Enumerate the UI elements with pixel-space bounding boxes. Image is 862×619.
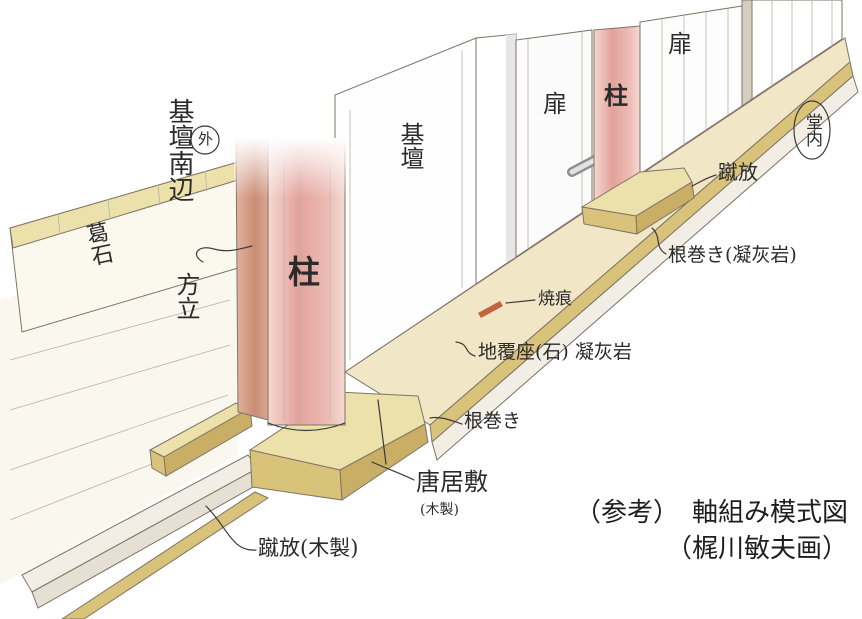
- wall-pencil-shading: [349, 50, 463, 360]
- label-wooden: (木製): [420, 502, 459, 518]
- karaijiki-side: [339, 423, 429, 501]
- label-pillar-2: 柱: [604, 81, 628, 110]
- label-donai: 堂内: [802, 113, 822, 147]
- soto-circle: [190, 125, 220, 155]
- karaijiki-left-side: [163, 407, 253, 477]
- door-frame-post: [741, 0, 753, 107]
- karaijiki-seam: [377, 399, 387, 465]
- label-kehanashi-right: 蹴放: [718, 160, 758, 184]
- label-door-2: 扉: [668, 30, 692, 58]
- label-nemaki: 根巻き: [464, 410, 522, 432]
- rear-sill-strip: [431, 75, 859, 461]
- leader-nemaki-gyokaigan: [651, 227, 667, 255]
- leader-karaijiki: [371, 461, 415, 481]
- donai-circle: [793, 100, 831, 160]
- label-pillar-main: 柱: [288, 253, 321, 291]
- rear-boards-lines: [771, 0, 833, 86]
- caption-credit: （梶川敏夫画）: [665, 534, 848, 564]
- burn-mark: [478, 301, 503, 318]
- rear-boards: [751, 0, 843, 100]
- leader-horyu: [195, 245, 253, 263]
- door-board-shadow: [506, 34, 516, 263]
- label-jifukuza: 地覆座(石) 凝灰岩: [478, 341, 632, 363]
- leader-nemaki: [429, 416, 463, 425]
- nemaki-block-side: [635, 181, 695, 235]
- leader-jifukuza: [455, 341, 476, 357]
- label-burn-mark: 焼痕: [538, 289, 572, 309]
- pillar-top-fade: [234, 138, 348, 198]
- label-kehanashi-front: 蹴放(木製): [258, 536, 359, 560]
- label-horyu: 方立: [172, 272, 200, 320]
- label-soto: 外: [198, 130, 214, 148]
- leader-shokon: [505, 299, 536, 304]
- label-door-1: 扉: [543, 90, 567, 118]
- leader-kehanashi-front: [205, 505, 257, 551]
- label-karaijiki: 唐居敷: [416, 468, 488, 496]
- leader-kehanashi-right: [691, 174, 717, 187]
- label-kidan-nanpen: 基壇南辺: [164, 98, 194, 202]
- pillar-main-base: [267, 422, 346, 432]
- label-nemaki-gyokaigan: 根巻き(凝灰岩): [668, 244, 797, 266]
- foreground-stone-strip: [61, 491, 270, 619]
- kuzuishi-joints: [57, 170, 208, 235]
- caption-title: （参考） 軸組み模式図: [574, 498, 848, 528]
- door-right-boards: [661, 9, 729, 160]
- label-kidan: 基壇: [396, 122, 424, 170]
